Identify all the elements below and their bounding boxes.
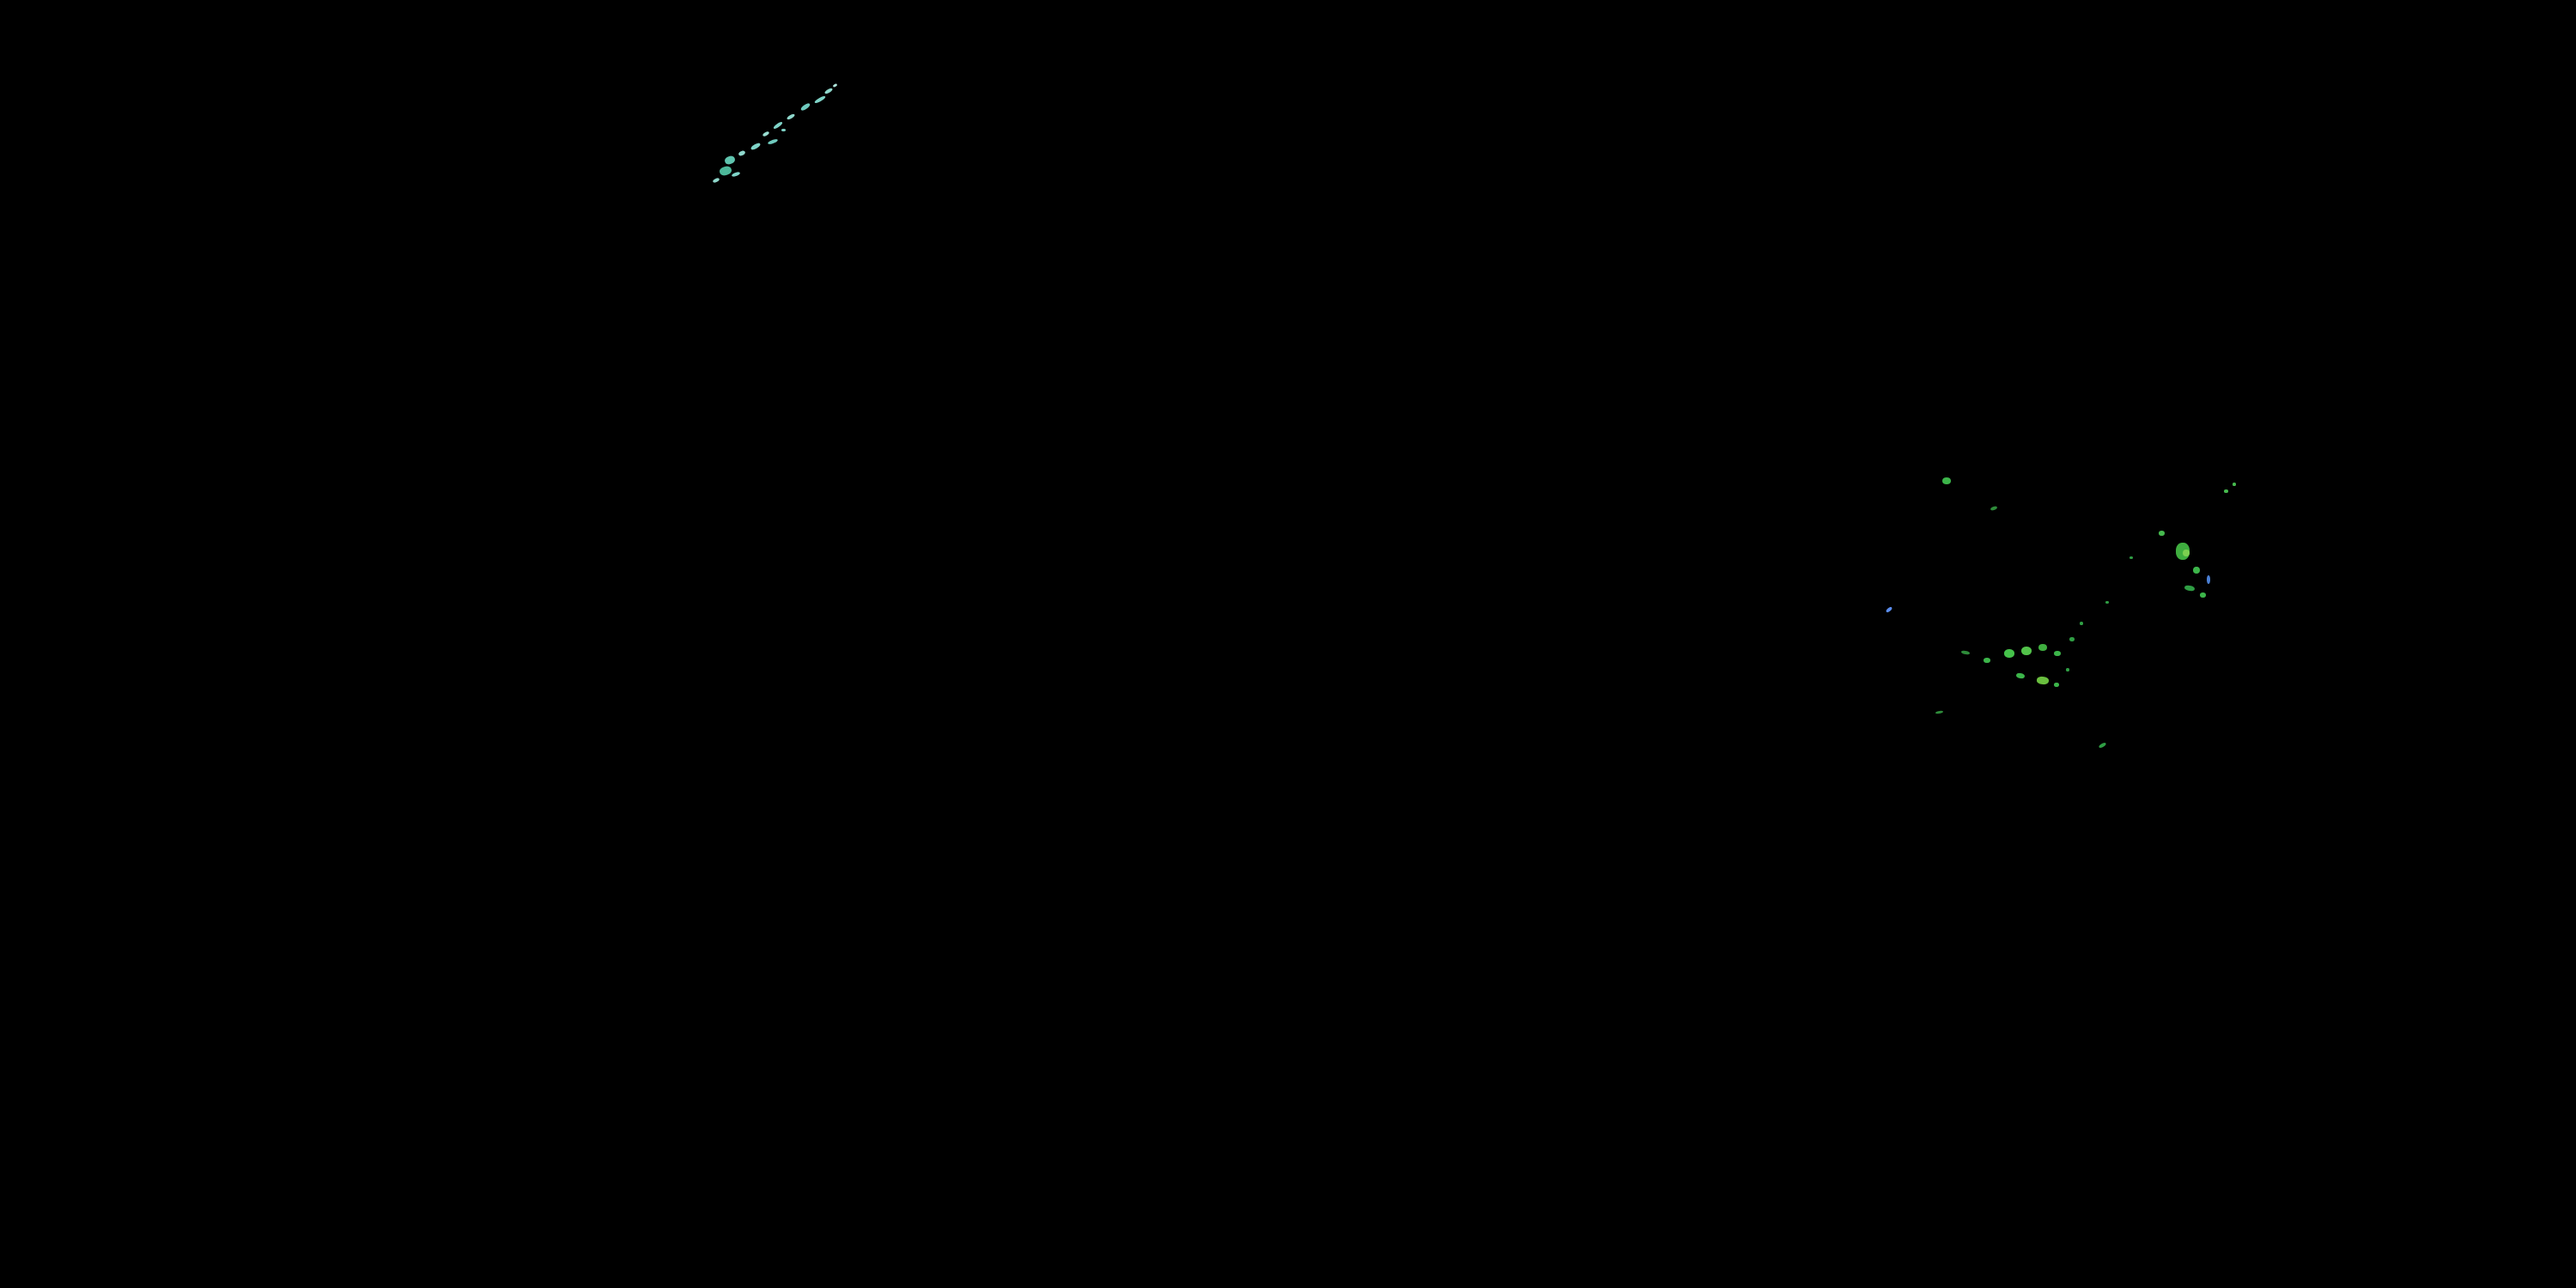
map-data-speck — [2200, 592, 2206, 598]
map-data-speck — [2054, 651, 2061, 656]
map-data-speck — [1942, 477, 1951, 484]
map-data-speck — [786, 112, 796, 121]
map-data-speck — [718, 165, 733, 177]
map-data-speck — [1984, 658, 1990, 663]
map-data-speck — [2004, 649, 2014, 658]
map-data-speck — [2038, 644, 2047, 651]
map-data-speck — [2129, 556, 2133, 559]
map-data-speck — [1935, 710, 1944, 714]
map-data-speck — [2233, 483, 2236, 486]
map-data-speck — [2036, 676, 2050, 685]
map-data-speck — [1960, 650, 1971, 655]
map-data-speck — [1990, 505, 1998, 512]
map-data-speck — [750, 142, 762, 151]
map-data-speck — [723, 155, 737, 166]
map-data-speck — [731, 171, 741, 178]
map-data-speck — [767, 138, 779, 145]
map-data-speck — [781, 129, 786, 131]
map-data-speck — [712, 177, 720, 184]
map-data-speck — [2184, 585, 2196, 592]
map-data-speck — [2224, 489, 2228, 493]
map-data-speck — [1885, 605, 1893, 614]
map-data-speck — [2015, 672, 2026, 679]
map-data-speck — [813, 94, 827, 105]
map-data-speck — [762, 131, 770, 137]
map-data-speck — [799, 102, 811, 112]
map-data-speck — [2193, 567, 2200, 574]
map-data-speck — [2080, 622, 2083, 625]
map-data-speck — [2159, 531, 2165, 536]
map-data-speck — [832, 82, 838, 88]
map-data-speck — [2054, 683, 2059, 687]
map-data-speck — [2021, 647, 2032, 655]
map-data-speck — [2069, 637, 2075, 641]
map-data-speck — [2183, 550, 2190, 556]
map-data-speck — [2207, 575, 2210, 584]
map-data-speck — [2066, 668, 2069, 671]
map-data-speck — [823, 87, 834, 95]
map-data-speck — [2105, 601, 2109, 604]
map-data-speck — [738, 149, 746, 157]
map-data-speck — [2098, 742, 2107, 749]
